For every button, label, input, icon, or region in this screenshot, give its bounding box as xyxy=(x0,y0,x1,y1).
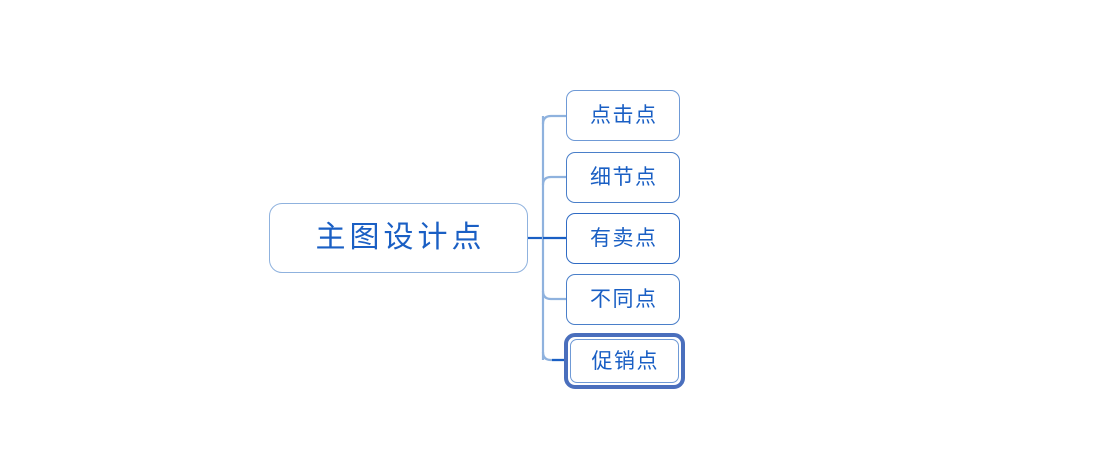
child-node-1-label: 点击点 xyxy=(590,103,658,127)
child-node-3[interactable]: 有卖点 xyxy=(566,213,680,264)
child-node-5-selected[interactable]: 促销点 xyxy=(564,333,685,389)
child-node-4-label: 不同点 xyxy=(590,287,658,311)
child-node-5-label: 促销点 xyxy=(591,348,659,373)
child-node-4[interactable]: 不同点 xyxy=(566,274,680,325)
root-node[interactable]: 主图设计点 xyxy=(269,203,528,273)
selection-inner-frame: 促销点 xyxy=(570,339,679,383)
child-node-3-label: 有卖点 xyxy=(590,226,658,250)
child-node-2[interactable]: 细节点 xyxy=(566,152,680,203)
child-node-2-label: 细节点 xyxy=(590,165,658,189)
root-node-label: 主图设计点 xyxy=(315,221,486,254)
child-node-1[interactable]: 点击点 xyxy=(566,90,680,141)
